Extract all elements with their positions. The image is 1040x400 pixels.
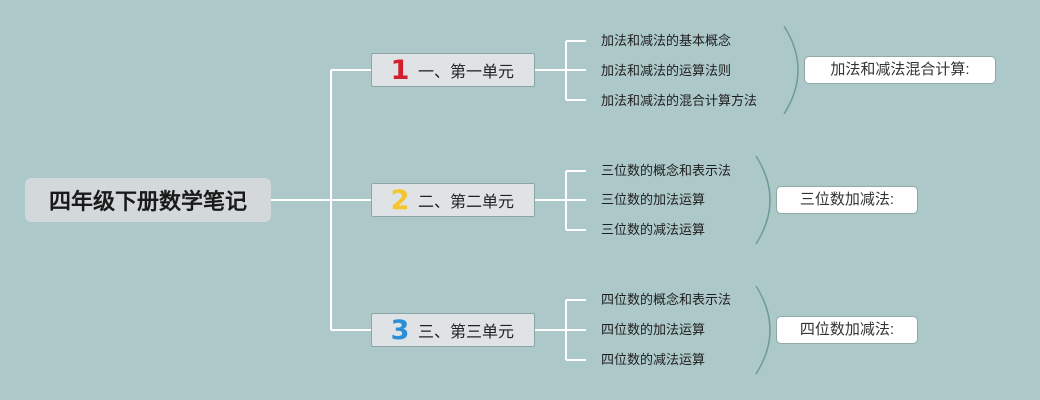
topic-3-1[interactable]: 四位数的概念和表示法 [601, 292, 732, 307]
topic-connectors [535, 40, 586, 361]
summary-node-3[interactable]: 四位数加减法: [776, 316, 918, 344]
summary-bracket-1 [783, 25, 799, 115]
topic-1-2[interactable]: 加法和减法的运算法则 [601, 63, 732, 78]
topic-3-3[interactable]: 四位数的减法运算 [601, 352, 706, 367]
topic-2-1[interactable]: 三位数的概念和表示法 [601, 163, 732, 178]
unit-number-3: 3 [390, 314, 410, 346]
unit-number-1: 1 [390, 54, 410, 86]
root-connectors [271, 69, 371, 331]
unit-node-3[interactable]: 3 三、第三单元 [371, 313, 535, 347]
unit-number-2: 2 [390, 184, 410, 216]
summary-bracket-2 [755, 155, 771, 245]
topic-3-2[interactable]: 四位数的加法运算 [601, 322, 706, 337]
summary-node-1[interactable]: 加法和减法混合计算: [804, 56, 996, 84]
summary-brackets [755, 25, 799, 375]
unit-label-3: 三、第三单元 [418, 324, 515, 341]
summary-bracket-3 [755, 285, 771, 375]
unit-node-1[interactable]: 1 一、第一单元 [371, 53, 535, 87]
topic-1-3[interactable]: 加法和减法的混合计算方法 [601, 93, 758, 108]
unit-node-2[interactable]: 2 二、第二单元 [371, 183, 535, 217]
root-node[interactable]: 四年级下册数学笔记 [25, 178, 271, 222]
unit-label-2: 二、第二单元 [418, 194, 515, 211]
topic-2-3[interactable]: 三位数的减法运算 [601, 222, 706, 237]
root-title: 四年级下册数学笔记 [48, 189, 247, 214]
topic-2-2[interactable]: 三位数的加法运算 [601, 192, 706, 207]
topic-1-1[interactable]: 加法和减法的基本概念 [601, 33, 732, 48]
unit-label-1: 一、第一单元 [418, 64, 515, 81]
summary-node-2[interactable]: 三位数加减法: [776, 186, 918, 214]
